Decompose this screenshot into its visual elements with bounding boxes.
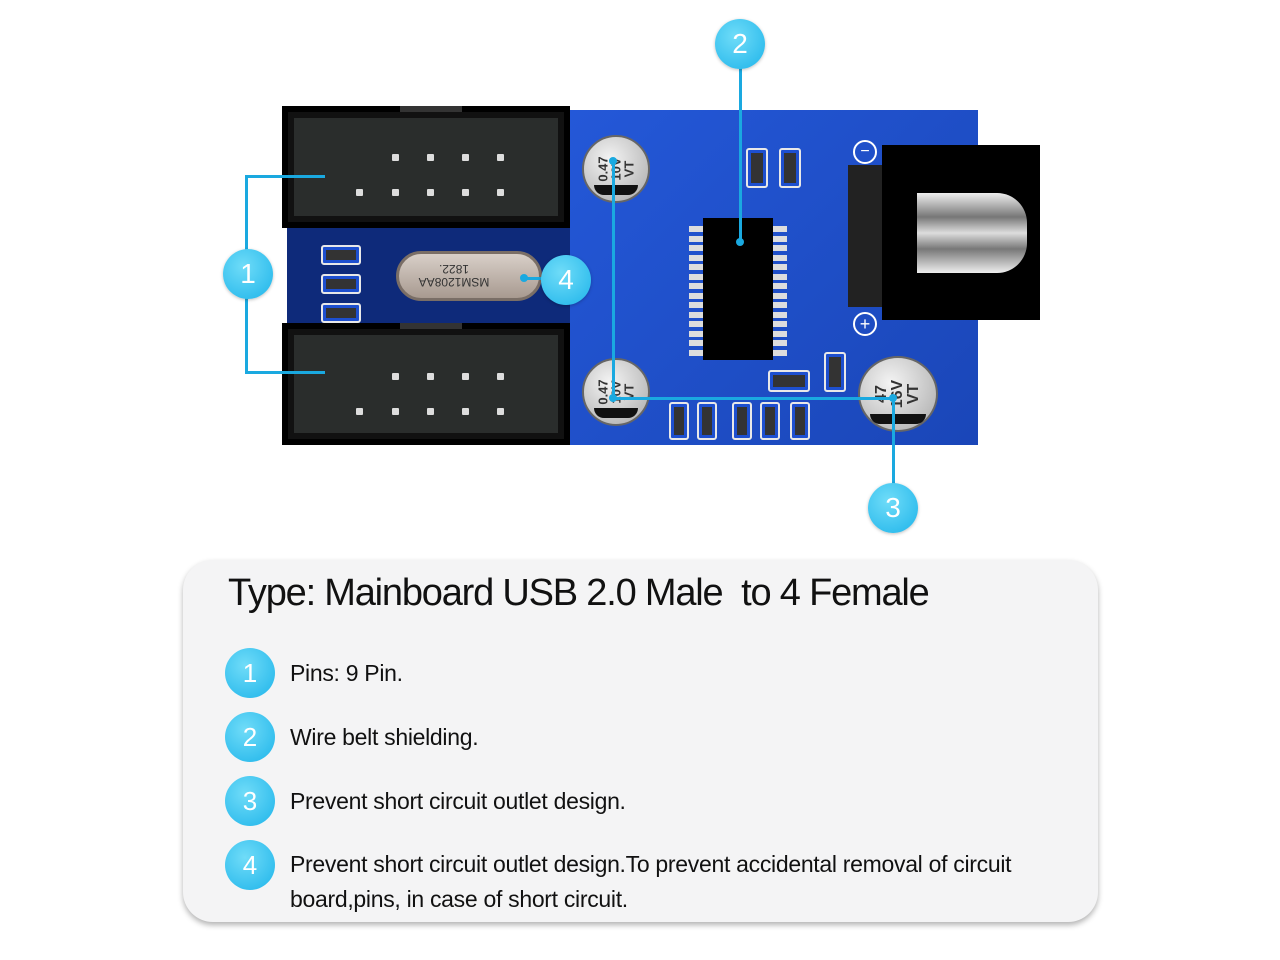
smd-component (779, 148, 801, 188)
crystal-label-date: 1822. (438, 262, 470, 276)
chip-pin (773, 292, 787, 299)
chip-pin (773, 349, 787, 356)
callout-2: 2 (715, 19, 765, 69)
chip-pin (689, 273, 703, 280)
minus-mark: − (853, 140, 877, 164)
callout-3-line-vertical (892, 398, 895, 493)
spec-item-text: Pins: 9 Pin. (290, 660, 403, 686)
callout-3-line-left (612, 160, 615, 400)
chip-pin (773, 340, 787, 346)
smd-component (321, 245, 361, 265)
callout-3-dot (889, 394, 897, 402)
chip-pin (773, 245, 787, 251)
spec-item-text: Prevent short circuit outlet design. (290, 788, 626, 814)
smd-component (697, 402, 717, 440)
crystal-oscillator: 1822. MSM1208AA (396, 251, 542, 301)
spec-item-text: Prevent short circuit outlet design.To p… (290, 851, 1012, 912)
chip-pin (689, 254, 703, 261)
callout-3-line-horizontal (613, 397, 895, 400)
spec-card: Type: Mainboard USB 2.0 Male to 4 Female… (183, 560, 1098, 922)
chip-pin (689, 292, 703, 299)
smd-component (824, 352, 846, 392)
smd-component (790, 402, 810, 440)
callout-2-dot (736, 238, 744, 246)
chip-pin (773, 273, 787, 280)
chip-pin (773, 330, 787, 337)
callout-3-dot (609, 157, 617, 165)
smd-component (321, 303, 361, 323)
callout-4-dot (520, 274, 528, 282)
capacitor-bottom: 0.47 10V VT (582, 358, 650, 426)
capacitor-top: 0.47 10V VT (582, 135, 650, 203)
chip-pin (689, 264, 703, 270)
spec-item-number: 2 (225, 712, 275, 762)
chip-pin (773, 311, 787, 318)
chip-pin (689, 235, 703, 242)
chip-pin (689, 340, 703, 346)
capacitor-large: 47 16V VT (858, 356, 938, 432)
smd-component (760, 402, 780, 440)
chip-pin (773, 226, 787, 232)
callout-4: 4 (541, 255, 591, 305)
plus-mark: + (853, 312, 877, 336)
callout-2-line (739, 60, 742, 242)
callout-3-dot (609, 394, 617, 402)
chip-pin (773, 235, 787, 242)
chip-pin (689, 283, 703, 289)
usb-header-bottom (282, 323, 570, 445)
chip-pin (689, 311, 703, 318)
smd-component (732, 402, 752, 440)
usb-male-connector (882, 145, 1040, 320)
chip-pin (773, 321, 787, 327)
chip-pin (689, 330, 703, 337)
chip-pin (689, 226, 703, 232)
usb-header-top (282, 106, 570, 228)
spec-item-number: 1 (225, 648, 275, 698)
spec-item-text: Wire belt shielding. (290, 724, 479, 750)
chip-pin (689, 245, 703, 251)
callout-1-line-bottom (245, 371, 325, 374)
smd-component (746, 148, 768, 188)
spec-item-number: 4 (225, 840, 275, 890)
chip-pin (773, 254, 787, 261)
chip-pin (689, 302, 703, 308)
chip-pin (773, 302, 787, 308)
callout-1: 1 (223, 249, 273, 299)
chip-pin (689, 349, 703, 356)
callout-1-line-top (245, 175, 325, 178)
spec-title: Type: Mainboard USB 2.0 Male to 4 Female (228, 572, 930, 614)
callout-3: 3 (868, 483, 918, 533)
smd-component (768, 370, 810, 392)
chip-pin (773, 283, 787, 289)
crystal-label-model: MSM1208AA (418, 275, 490, 289)
spec-item-number: 3 (225, 776, 275, 826)
callout-4-line (524, 277, 546, 280)
chip-pin (689, 321, 703, 327)
smd-component (669, 402, 689, 440)
chip-pin (773, 264, 787, 270)
smd-component (321, 274, 361, 294)
pin-strip (848, 165, 882, 307)
